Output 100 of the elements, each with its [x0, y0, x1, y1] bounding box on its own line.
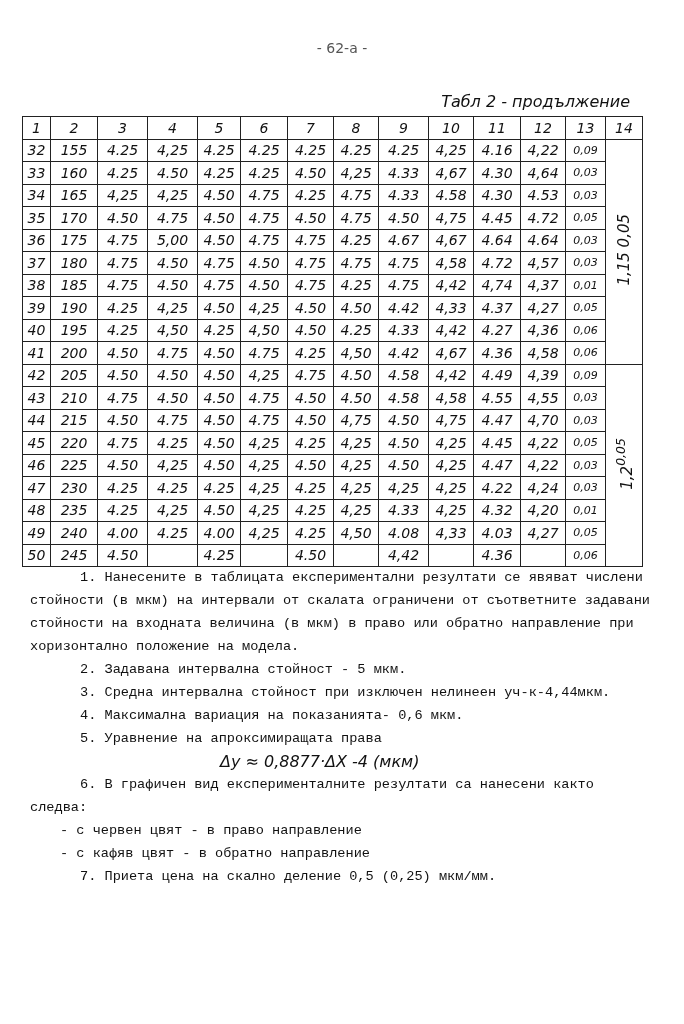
table-cell: 4.16 — [473, 139, 521, 162]
table-cell: 4.50 — [240, 251, 288, 274]
table-cell: 4.75 — [240, 229, 288, 252]
table-cell: 4.50 — [333, 296, 379, 319]
table-cell: 4.50 — [378, 206, 429, 229]
table-cell: 4,42 — [378, 544, 429, 567]
table-cell: 235 — [50, 499, 98, 522]
table-title: Табл 2 - продължение — [441, 92, 630, 111]
column-header: 12 — [520, 116, 566, 139]
table-cell: 4,42 — [428, 319, 474, 342]
table-cell: 4,22 — [520, 431, 566, 454]
table-cell: 38 — [22, 274, 51, 297]
table-cell: 4.30 — [473, 161, 521, 184]
table-cell: 4.45 — [473, 206, 521, 229]
table-cell: 4.75 — [147, 409, 198, 432]
table-cell: 4,25 — [333, 161, 379, 184]
table-cell: 40 — [22, 319, 51, 342]
table-cell: 4,75 — [333, 409, 379, 432]
column-header: 5 — [197, 116, 241, 139]
table-cell: 4,25 — [428, 139, 474, 162]
table-cell: 4.25 — [333, 319, 379, 342]
table-cell: 4.25 — [333, 229, 379, 252]
table-cell: 5,00 — [147, 229, 198, 252]
table-cell: 225 — [50, 454, 98, 477]
table-cell: 4.75 — [197, 274, 241, 297]
column-header: 3 — [97, 116, 148, 139]
table-cell: 4.50 — [147, 251, 198, 274]
column-header: 2 — [50, 116, 98, 139]
table-cell: 4.50 — [197, 499, 241, 522]
column-header: 7 — [287, 116, 334, 139]
table-cell: 4.55 — [473, 386, 521, 409]
table-cell: 46 — [22, 454, 51, 477]
note-text: 4. Максимална вариация на показанията- 0,6 мкм. — [79, 707, 465, 725]
table-cell: 4.00 — [197, 521, 241, 544]
table-cell: 4.47 — [473, 454, 521, 477]
table-cell: 4.50 — [333, 364, 379, 387]
table-cell: 4.50 — [197, 454, 241, 477]
table-cell: 32 — [22, 139, 51, 162]
table-cell: 4,67 — [428, 229, 474, 252]
table-cell: 4,50 — [333, 341, 379, 364]
table-cell: 4.37 — [473, 296, 521, 319]
table-cell: 4,25 — [240, 476, 288, 499]
table-cell: 4.25 — [197, 476, 241, 499]
table-cell: 4.50 — [97, 341, 148, 364]
table-cell: 4.50 — [197, 409, 241, 432]
table-cell: 4.50 — [197, 386, 241, 409]
table-cell: 4.25 — [97, 319, 148, 342]
table-cell: 4.75 — [240, 206, 288, 229]
note-text: 7. Приета цена на скално деление 0,5 (0,25) мкм/мм. — [79, 868, 498, 886]
table-cell: 4.75 — [147, 341, 198, 364]
table-cell: 4.75 — [378, 251, 429, 274]
table-cell: 4.50 — [287, 206, 334, 229]
table-cell: 4.75 — [287, 274, 334, 297]
formula: Δу ≈ 0,8877·ΔХ -4 (мкм) — [218, 751, 421, 773]
table-cell: 4,25 — [240, 364, 288, 387]
note-text: 3. Средна интервална стойност при изключен нелинеен уч-к-4,44мкм. — [79, 684, 612, 702]
table-cell: 210 — [50, 386, 98, 409]
table-cell: 4.50 — [333, 386, 379, 409]
table-cell: 0,09 — [565, 364, 606, 387]
table-cell: 4.00 — [97, 521, 148, 544]
table-cell: 4.75 — [147, 206, 198, 229]
table-cell: 4.75 — [333, 184, 379, 207]
table-cell: 4,25 — [428, 431, 474, 454]
table-cell: 4,25 — [428, 454, 474, 477]
table-cell: 4,39 — [520, 364, 566, 387]
table-cell: 4.25 — [287, 341, 334, 364]
table-cell: 4.50 — [378, 409, 429, 432]
table-cell: 4.75 — [197, 251, 241, 274]
table-cell: 4.50 — [287, 544, 334, 567]
table-cell: 4.75 — [240, 386, 288, 409]
table-cell: 4,25 — [333, 454, 379, 477]
table-cell: 4.25 — [287, 184, 334, 207]
table-cell: 4,74 — [473, 274, 521, 297]
column-header: 10 — [428, 116, 474, 139]
table-cell: 180 — [50, 251, 98, 274]
table-cell: 43 — [22, 386, 51, 409]
table-cell: 4.50 — [147, 386, 198, 409]
table-cell: 165 — [50, 184, 98, 207]
table-cell: 4,25 — [147, 139, 198, 162]
table-cell: 4.58 — [428, 184, 474, 207]
note-text: 6. В графичен вид експерименталните резултати са нанесени както следва: — [30, 776, 595, 817]
table-cell: 190 — [50, 296, 98, 319]
table-cell: 4,22 — [520, 454, 566, 477]
table-cell: 4.50 — [197, 296, 241, 319]
table-cell: 4,67 — [428, 341, 474, 364]
table-cell: 4.36 — [473, 341, 521, 364]
table-cell: 4.50 — [197, 229, 241, 252]
table-cell: 4,25 — [240, 296, 288, 319]
table-cell: 4,75 — [428, 206, 474, 229]
table-cell: 4.50 — [197, 364, 241, 387]
table-cell: 4,25 — [240, 431, 288, 454]
table-cell: 4.25 — [147, 476, 198, 499]
column-header: 8 — [333, 116, 379, 139]
table-cell: 4,25 — [333, 499, 379, 522]
table-cell: 4.75 — [287, 364, 334, 387]
table-cell: 4.25 — [287, 521, 334, 544]
table-cell: 4.30 — [473, 184, 521, 207]
table-cell: 4.50 — [97, 206, 148, 229]
table-cell: 4,25 — [378, 476, 429, 499]
table-cell: 4,57 — [520, 251, 566, 274]
